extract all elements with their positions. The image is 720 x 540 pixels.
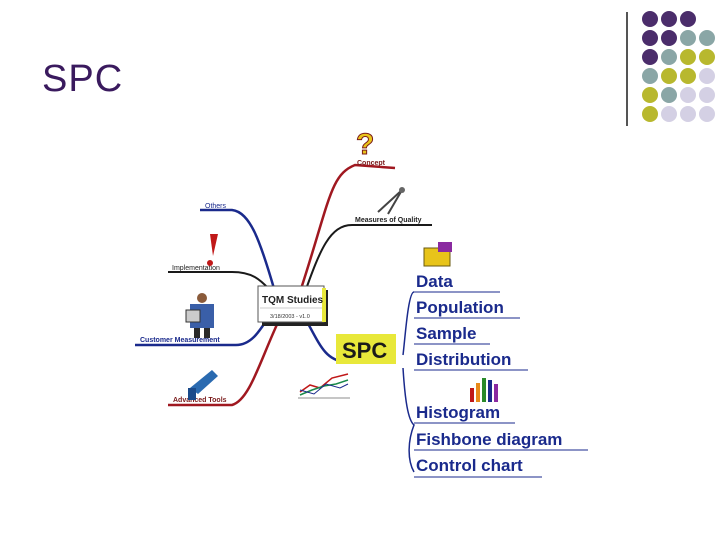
branch-label-implementation: Implementation [172, 265, 220, 272]
branch-implementation-line [168, 271, 273, 293]
question-mark-icon: ? [356, 128, 375, 162]
center-node-box [257, 285, 325, 323]
branch-advanced-line [168, 317, 282, 407]
decor-dot [699, 87, 715, 103]
title-divider-line [626, 12, 628, 126]
spc-item-fishbone: Fishbone diagram [416, 430, 562, 449]
branch-label-advanced: Advanced Tools [173, 397, 227, 404]
center-node-date: 3/18/2003 - v1.0 [270, 314, 310, 320]
decor-dot [661, 49, 677, 65]
decor-dot [680, 106, 696, 122]
spc-group2-brace [402, 367, 415, 473]
decor-dot [680, 11, 696, 27]
decor-dot [699, 30, 715, 46]
line-chart-icon [298, 373, 350, 399]
spc-group1-brace [402, 291, 415, 356]
svg-text:?: ? [356, 128, 374, 161]
compass-icon [377, 187, 405, 215]
branch-concept-line [298, 163, 396, 293]
decor-dot [661, 30, 677, 46]
decor-dot [642, 68, 658, 84]
spc-item-histogram: Histogram [416, 403, 500, 422]
spc-node-label: SPC [342, 338, 387, 363]
decor-dot [680, 87, 696, 103]
drill-tool-icon [188, 370, 218, 400]
spc-node-box [336, 334, 396, 364]
decor-dot [642, 11, 658, 27]
decor-dot [642, 106, 658, 122]
decor-dot [680, 68, 696, 84]
person-icon [185, 293, 214, 338]
decor-dot [661, 11, 677, 27]
decor-dot [642, 87, 658, 103]
decor-dot [642, 30, 658, 46]
decor-dot [642, 49, 658, 65]
spc-item-control-chart: Control chart [416, 456, 523, 475]
spc-item-distribution: Distribution [416, 350, 511, 369]
branch-measures-line [304, 224, 432, 293]
center-node-title: TQM Studies [262, 295, 324, 306]
slide-title: SPC [42, 58, 124, 100]
bar-chart-icon [470, 378, 498, 402]
branch-label-others: Others [205, 203, 227, 210]
decor-dot [661, 87, 677, 103]
exclamation-icon [207, 234, 218, 266]
spc-item-sample: Sample [416, 324, 476, 343]
branch-label-measures: Measures of Quality [355, 217, 422, 224]
decor-dot [699, 49, 715, 65]
decor-dot [661, 106, 677, 122]
decor-dot [680, 49, 696, 65]
spc-item-data: Data [416, 272, 453, 291]
decor-dot [680, 30, 696, 46]
decor-dot [699, 106, 715, 122]
decor-dot [661, 68, 677, 84]
decor-dot [699, 68, 715, 84]
spc-item-population: Population [416, 298, 504, 317]
folder-icon [423, 242, 452, 267]
branch-others-line [200, 208, 277, 293]
decorative-dot-grid [642, 11, 715, 122]
branch-label-concept: Concept [357, 160, 386, 167]
branch-label-customer: Customer Measurement [140, 337, 220, 344]
